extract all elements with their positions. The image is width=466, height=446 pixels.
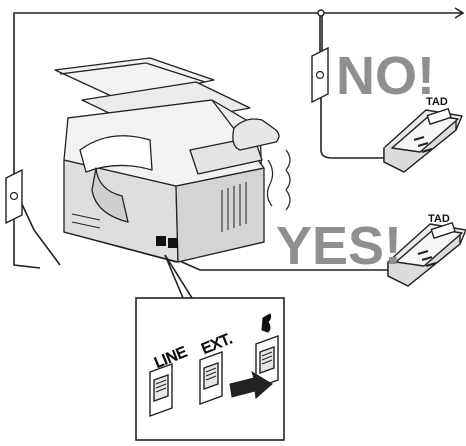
- tad-device-bottom: [387, 222, 466, 287]
- no-label: NO!: [336, 46, 435, 106]
- tad-device-top: [383, 108, 463, 173]
- handset-icon: [261, 313, 272, 333]
- tad-label-bottom: TAD: [428, 213, 450, 225]
- arrow-icon: [229, 370, 273, 399]
- fax-machine: [54, 57, 291, 263]
- phone-jack: [255, 335, 279, 389]
- jack-detail-callout: LINE EXT.: [135, 297, 285, 441]
- tad-label-top: TAD: [426, 96, 448, 108]
- yes-label: YES!: [276, 216, 402, 276]
- line-jack: [149, 363, 173, 417]
- wall-jack-top: [311, 46, 329, 104]
- ext-jack: [199, 351, 223, 405]
- wall-jack-left: [5, 168, 23, 225]
